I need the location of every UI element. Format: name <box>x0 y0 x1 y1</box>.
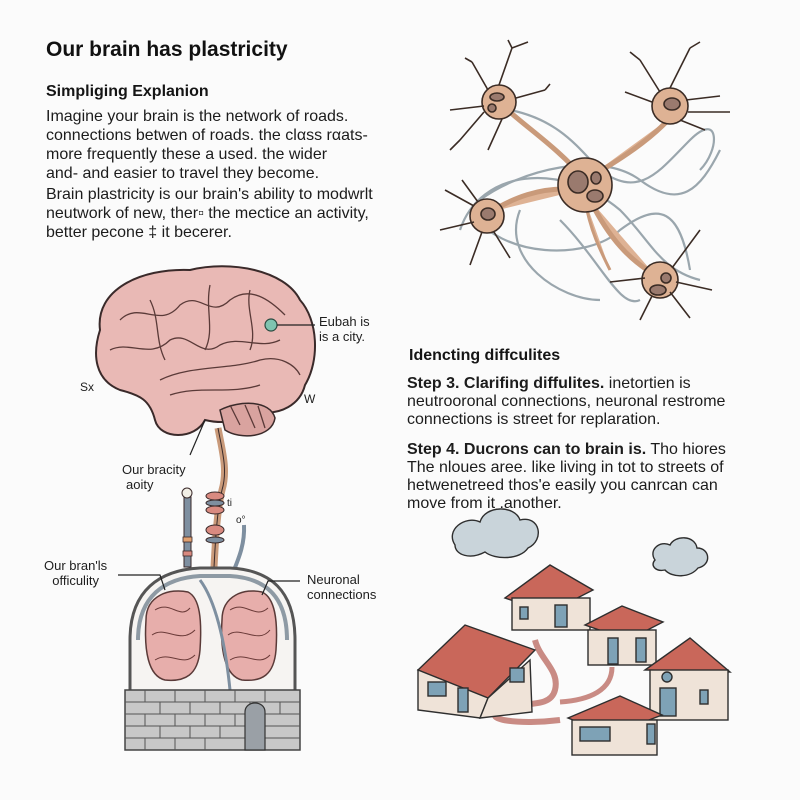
stalk-glyph: ti <box>227 498 232 509</box>
step-line: hetwenetreed thos'e easily you canrcan c… <box>407 477 718 494</box>
step-label: Step 3. Clarifing diffulites. <box>407 375 605 392</box>
city-label: Eubah is is a city. <box>319 314 370 344</box>
paragraph-line: connections betwen of roads. the clαss r… <box>46 127 368 144</box>
label-line: aoity <box>126 477 154 492</box>
step-line: move from it .another. <box>407 495 562 512</box>
difficulties-heading: Idencting diffculites <box>409 347 561 364</box>
label-line: officulity <box>52 573 99 588</box>
paragraph-line: more frequently these a used. the wider <box>46 146 328 163</box>
paragraph-line: better pecone ‡ it becerer. <box>46 224 232 241</box>
paragraph-line: Brain plastricity is our brain's ability… <box>46 186 373 203</box>
step-line: connections is street for replaration. <box>407 411 661 428</box>
step-line: Tho hiores <box>646 441 726 458</box>
neuron-cell <box>439 179 511 266</box>
step-line: neutrooronal connections, neuronal restr… <box>407 393 726 410</box>
step-3: Step 3. Clarifing diffulites. inetortien… <box>407 375 787 429</box>
label-line: is a city. <box>319 329 365 344</box>
neuron-cell <box>449 39 551 151</box>
label-line: connections <box>307 587 377 602</box>
explanation-paragraph-2: Brain plastricity is our brain's ability… <box>46 185 406 242</box>
stalk-glyph: o° <box>236 515 246 526</box>
label-line: Our bracity <box>122 462 186 477</box>
paragraph-line: and- and easier to travel they become. <box>46 165 320 182</box>
step-label: Step 4. Ducrons can to brain is. <box>407 441 647 458</box>
label-line: Neuronal <box>307 572 360 587</box>
stalk-label: Our bracity aoity <box>122 462 186 492</box>
right-letter-label: W <box>304 392 316 406</box>
step-line: The nloues aree. like living in tot to s… <box>407 459 724 476</box>
neuron-network-illustration <box>439 39 730 321</box>
label-line: Our bran'ls <box>44 558 108 573</box>
explanation-paragraph-1: Imagine your brain is the network of roa… <box>46 107 406 183</box>
section-subtitle: Simpliging Explanion <box>46 83 209 100</box>
step-line: inetortien is <box>604 375 691 392</box>
city-marker <box>264 318 278 332</box>
brain-illustration <box>95 265 316 751</box>
step-4: Step 4. Ducrons can to brain is. Tho hio… <box>407 441 787 513</box>
page-title: Our brain has plastricity <box>46 38 288 61</box>
paragraph-line: neutwork of new, ther▫ the mectice an ac… <box>46 205 369 222</box>
label-line: Eubah is <box>319 314 370 329</box>
neuron-cell <box>624 41 730 131</box>
neuron-cell <box>557 157 613 213</box>
left-callout-label: Our bran'ls officulity <box>44 558 107 588</box>
door-icon <box>244 702 266 751</box>
paragraph-line: Imagine your brain is the network of roa… <box>46 108 349 125</box>
neuron-cell <box>609 229 713 321</box>
right-callout-label: Neuronal connections <box>307 572 376 602</box>
left-letter-label: Sx <box>80 380 95 394</box>
houses-illustration <box>416 508 732 756</box>
